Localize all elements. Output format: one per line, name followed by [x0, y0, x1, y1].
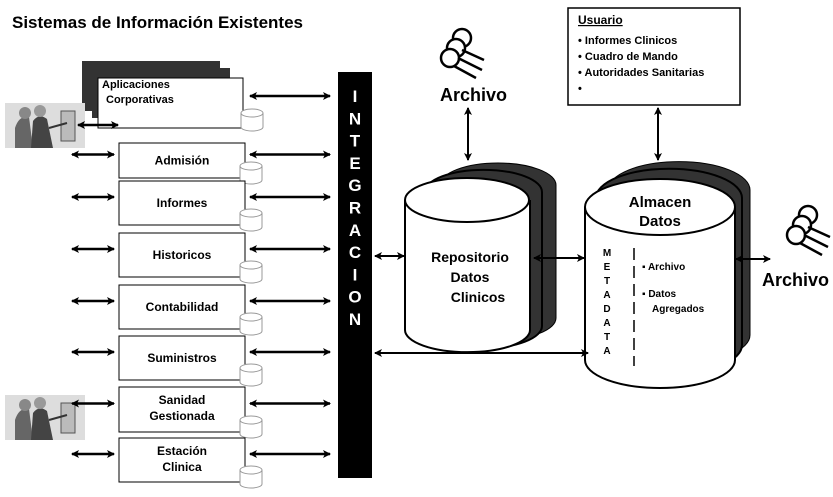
integration-letter: G [348, 176, 361, 195]
repositorio-label-1: Repositorio [431, 249, 509, 265]
integration-letter: A [349, 221, 361, 240]
people-at-computer-icon [4, 102, 86, 149]
system-box: Contabilidad [71, 284, 331, 336]
corporate-label-2: Corporativas [106, 94, 174, 106]
system-box: Informes [71, 180, 331, 232]
metadata-letter: A [603, 346, 610, 357]
metadata-letter: T [604, 276, 610, 287]
integration-letter: O [348, 288, 361, 307]
archivo-right-label: Archivo [762, 270, 829, 290]
database-icon [239, 415, 263, 439]
corporate-label-1: Aplicaciones [102, 79, 170, 91]
system-label: Contabilidad [146, 300, 219, 314]
page-title: Sistemas de Información Existentes [12, 13, 303, 32]
system-box: Historicos [71, 232, 331, 284]
metadata-letter: A [603, 318, 610, 329]
integration-letter: I [353, 265, 358, 284]
almacen-bullet-1: ▪ Archivo [642, 262, 685, 273]
metadata-letter: D [603, 304, 610, 315]
database-icon [239, 312, 263, 336]
people-at-computer-icon [4, 394, 86, 441]
usuario-item: • Informes Clinicos [578, 35, 677, 47]
metadata-letter: A [603, 290, 610, 301]
database-icon [240, 108, 264, 132]
metadata-letter: T [604, 332, 610, 343]
database-icon [239, 208, 263, 232]
usuario-box: Usuario • Informes Clinicos • Cuadro de M… [567, 7, 741, 106]
archive-person-icon [439, 27, 486, 80]
usuario-item: • Cuadro de Mando [578, 51, 678, 63]
system-label-2: Gestionada [149, 409, 215, 423]
repositorio-label-3: Clinicos [451, 289, 506, 305]
usuario-heading: Usuario [578, 13, 623, 27]
integration-bar [338, 72, 372, 478]
repositorio-label-2: Datos [451, 269, 490, 285]
integration-letter: I [353, 87, 358, 106]
usuario-item: • [578, 83, 582, 95]
almacen-label-1: Almacen [629, 194, 692, 211]
metadata-letter: E [604, 262, 611, 273]
archive-person-icon [785, 204, 832, 257]
system-label-2: Clinica [162, 460, 202, 474]
system-label: Suministros [147, 351, 217, 365]
database-icon [239, 465, 263, 489]
repositorio-cylinder: Repositorio Datos Clinicos [404, 162, 557, 354]
system-box: Suministros [71, 335, 331, 387]
systems-list: AdmisiónInformesHistoricosContabilidadSu… [71, 142, 331, 489]
system-label: Admisión [155, 154, 210, 168]
almacen-bullet-2: ▪ Datos [642, 289, 677, 300]
integration-letter: N [349, 310, 361, 329]
integration-letter: T [350, 132, 361, 151]
corporate-apps: Aplicaciones Corporativas [82, 61, 264, 132]
almacen-bullet-2b: Agregados [652, 304, 705, 315]
system-label: Informes [157, 196, 208, 210]
database-icon [239, 260, 263, 284]
integration-letter: E [349, 154, 360, 173]
integration-letter: C [349, 243, 361, 262]
integration-letter: R [349, 199, 361, 218]
database-icon [239, 363, 263, 387]
almacen-label-2: Datos [639, 213, 681, 230]
usuario-item: • Autoridades Sanitarias [578, 67, 704, 79]
archivo-top-label: Archivo [440, 85, 507, 105]
system-label: Historicos [153, 248, 212, 262]
system-label: Sanidad [159, 393, 206, 407]
system-label: Estación [157, 444, 207, 458]
system-box: Admisión [71, 142, 331, 185]
metadata-letter: M [603, 248, 611, 259]
integration-letter: N [349, 109, 361, 128]
